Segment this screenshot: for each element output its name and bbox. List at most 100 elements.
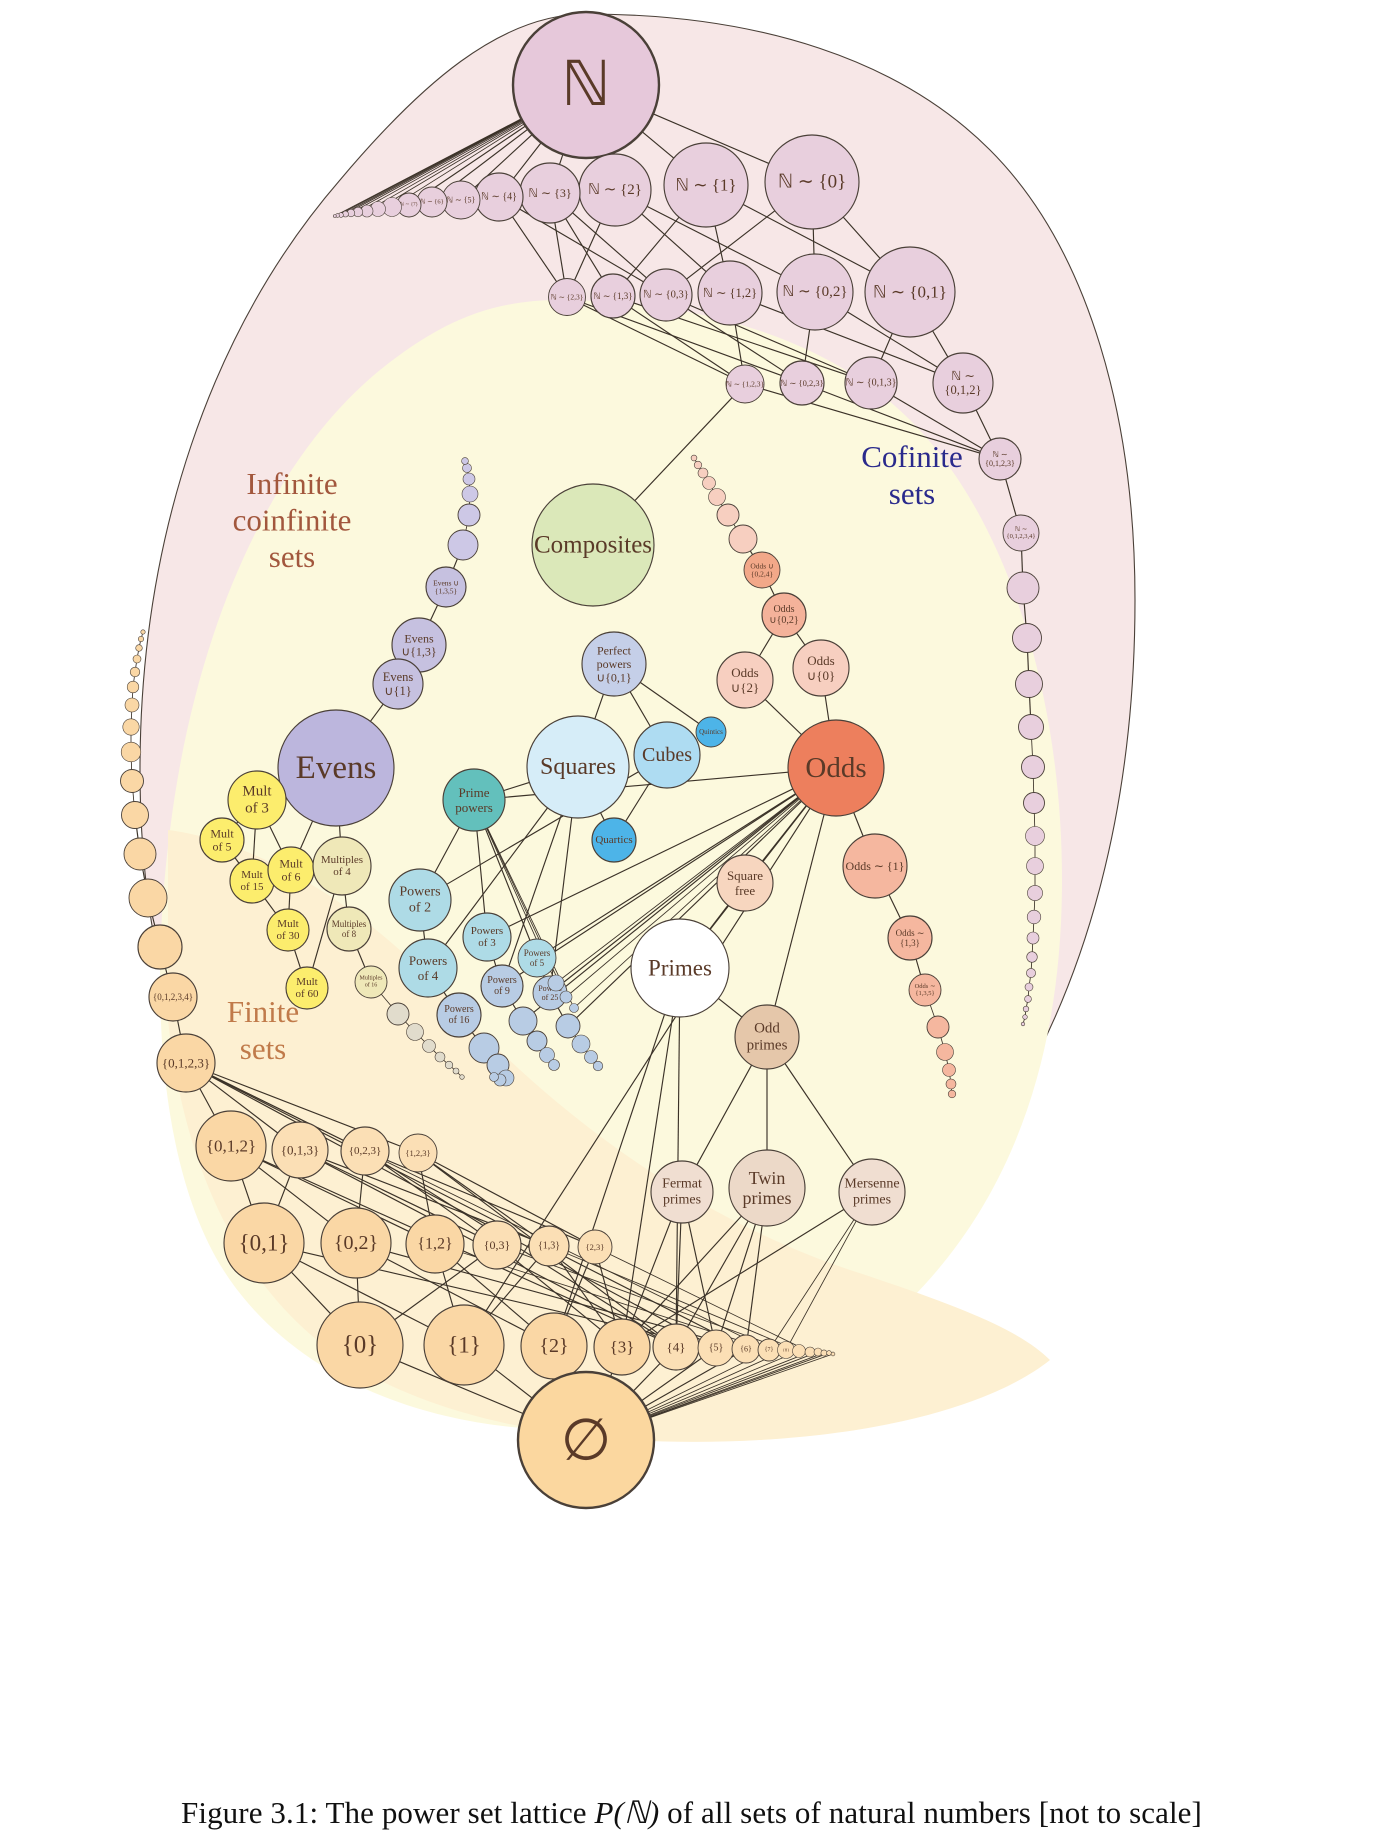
lattice-node-cf-n[interactable] xyxy=(1024,982,1034,992)
lattice-node-cf-m[interactable] xyxy=(1026,968,1036,978)
lattice-node-N-02[interactable]: ℕ ∼ {0,2} xyxy=(776,253,854,331)
lattice-node-m-a[interactable] xyxy=(386,1002,410,1026)
lattice-node-ev-c[interactable] xyxy=(461,485,479,503)
lattice-node-on-e[interactable] xyxy=(947,1089,957,1099)
lattice-node-fs-5[interactable]: {5} xyxy=(697,1329,735,1367)
lattice-node-m-c[interactable] xyxy=(422,1039,436,1053)
lattice-node-squares[interactable]: Squares xyxy=(526,715,630,819)
lattice-node-od-e[interactable] xyxy=(697,467,709,479)
lattice-node-N-123[interactable]: ℕ ∼ {1,2,3} xyxy=(725,364,765,404)
lattice-node-on-a[interactable] xyxy=(926,1015,950,1039)
lattice-node-cf-q[interactable] xyxy=(1022,1014,1028,1020)
lattice-node-N-23[interactable]: ℕ ∼ {2,3} xyxy=(548,278,586,316)
lattice-node-N-012[interactable]: ℕ ∼{0,1,2} xyxy=(932,352,994,414)
lattice-node-od-f[interactable] xyxy=(693,460,703,470)
lattice-node-N-12b[interactable]: ℕ ∼ {1,2} xyxy=(697,260,763,326)
lattice-node-fs-01234[interactable]: {0,1,2,3,4} xyxy=(148,972,198,1022)
lattice-node-fs-0123[interactable]: {0,1,2,3} xyxy=(156,1033,216,1093)
lattice-node-fs-f10[interactable] xyxy=(129,666,141,678)
lattice-node-on-b[interactable] xyxy=(936,1043,954,1061)
lattice-node-N-01234[interactable]: ℕ ∼{0,1,2,3,4} xyxy=(1002,514,1040,552)
lattice-node-ev-d[interactable] xyxy=(462,472,476,486)
lattice-node-N-6[interactable]: ℕ ∼ {6} xyxy=(416,186,448,218)
lattice-node-fs-f6[interactable] xyxy=(120,741,142,763)
lattice-node-m-b[interactable] xyxy=(406,1023,424,1041)
lattice-node-fs-1[interactable]: {1} xyxy=(423,1304,505,1386)
lattice-node-cubes[interactable]: Cubes xyxy=(633,721,701,789)
lattice-node-odds-n13[interactable]: Odds ∼{1,3} xyxy=(887,915,933,961)
lattice-node-odds-02[interactable]: Odds∪{0,2} xyxy=(761,592,807,638)
lattice-node-od-b[interactable] xyxy=(716,503,740,527)
lattice-node-fs-f1[interactable] xyxy=(137,924,183,970)
lattice-node-p5-a[interactable] xyxy=(555,1013,581,1039)
lattice-node-fs-0[interactable]: {0} xyxy=(316,1301,404,1389)
lattice-node-fs-03[interactable]: {0,3} xyxy=(472,1220,522,1270)
lattice-node-fs-012[interactable]: {0,1,2} xyxy=(195,1110,267,1182)
lattice-node-m-g[interactable] xyxy=(459,1074,465,1080)
lattice-node-N-16[interactable] xyxy=(332,214,337,218)
lattice-node-ev-b[interactable] xyxy=(457,503,481,527)
lattice-node-fs-f12[interactable] xyxy=(135,644,143,652)
lattice-node-p3-b[interactable] xyxy=(526,1030,548,1052)
lattice-node-fs-f14[interactable] xyxy=(140,629,146,635)
lattice-node-cf-c[interactable] xyxy=(1015,670,1043,698)
lattice-node-p5-d[interactable] xyxy=(592,1060,604,1072)
lattice-node-ev-e[interactable] xyxy=(462,463,472,473)
lattice-node-evens-13[interactable]: Evens∪{1,3} xyxy=(391,617,447,673)
lattice-node-ev-f[interactable] xyxy=(461,457,469,465)
lattice-node-pp-t2[interactable] xyxy=(559,990,573,1004)
lattice-node-m-f[interactable] xyxy=(452,1067,460,1075)
lattice-node-p2-e[interactable] xyxy=(489,1072,499,1082)
lattice-node-cf-r[interactable] xyxy=(1020,1021,1026,1027)
lattice-node-N-4[interactable]: ℕ ∼ {4} xyxy=(474,172,524,222)
lattice-node-p3-a[interactable] xyxy=(508,1006,538,1036)
lattice-node-fs-6[interactable]: {6} xyxy=(731,1334,761,1364)
lattice-node-fs-f7[interactable] xyxy=(122,718,140,736)
lattice-node-fs-f2[interactable] xyxy=(128,878,168,918)
lattice-node-N-3[interactable]: ℕ ∼ {3} xyxy=(519,162,581,224)
lattice-node-composites[interactable]: Composites xyxy=(531,483,655,607)
lattice-node-ev-a[interactable] xyxy=(447,529,479,561)
lattice-node-fs-8[interactable]: {8} xyxy=(777,1341,795,1359)
lattice-node-fs-14b[interactable] xyxy=(830,1351,836,1357)
lattice-node-fs-01[interactable]: {0,1} xyxy=(223,1202,305,1284)
lattice-node-p3-c[interactable] xyxy=(539,1047,555,1063)
lattice-node-N-023[interactable]: ℕ ∼ {0,2,3} xyxy=(779,360,825,406)
lattice-node-fs-013[interactable]: {0,1,3} xyxy=(271,1121,329,1179)
lattice-node-cf-b[interactable] xyxy=(1012,623,1042,653)
lattice-node-emptyset[interactable]: ∅ xyxy=(516,1370,656,1510)
lattice-node-pp-t3[interactable] xyxy=(569,1003,579,1013)
lattice-node-fs-02[interactable]: {0,2} xyxy=(320,1207,392,1279)
lattice-node-fs-f13[interactable] xyxy=(138,635,145,642)
lattice-node-N-5[interactable]: ℕ ∼ {5} xyxy=(441,180,481,220)
lattice-node-cf-k[interactable] xyxy=(1026,931,1040,945)
lattice-node-od-c[interactable] xyxy=(708,488,726,506)
lattice-node-N-0[interactable]: ℕ ∼ {0} xyxy=(764,134,860,230)
lattice-node-cf-p[interactable] xyxy=(1022,1005,1030,1013)
lattice-node-N-013[interactable]: ℕ ∼ {0,1,3} xyxy=(844,356,898,410)
lattice-node-fs-4[interactable]: {4} xyxy=(652,1323,700,1371)
lattice-node-N-7[interactable]: ℕ ∼ {7} xyxy=(396,192,422,218)
lattice-node-fs-f4[interactable] xyxy=(121,801,149,829)
lattice-node-pp-t1[interactable] xyxy=(547,974,565,992)
lattice-node-fs-3[interactable]: {3} xyxy=(593,1318,651,1376)
lattice-node-m-e[interactable] xyxy=(444,1060,454,1070)
lattice-node-fs-7[interactable]: {7} xyxy=(757,1338,781,1362)
